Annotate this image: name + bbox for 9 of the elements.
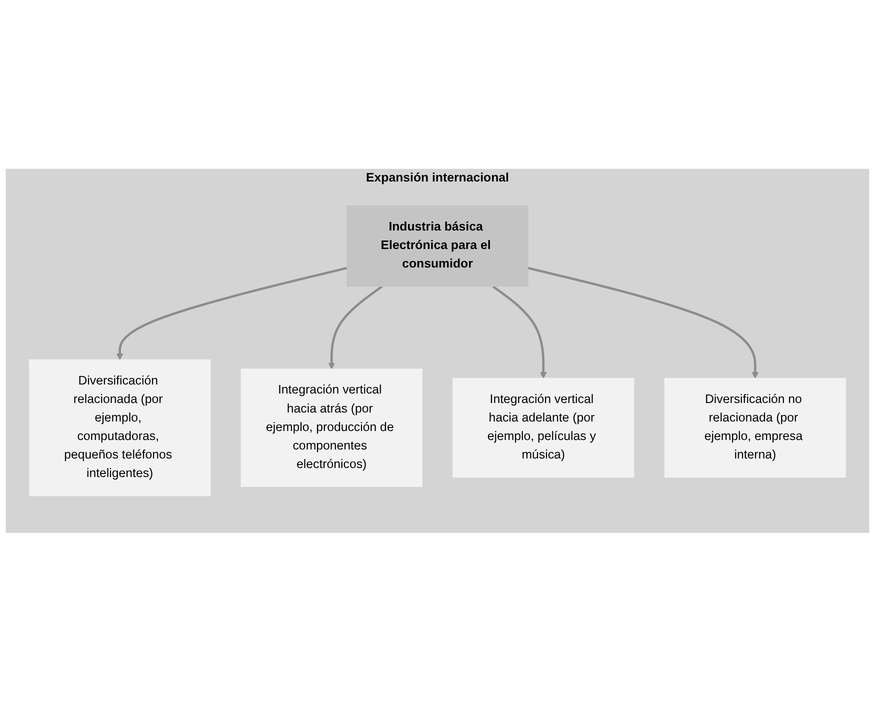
arrow [328, 285, 383, 369]
node-box: Integración vertical hacia adelante (por ejemplo, películas y música) [452, 378, 634, 478]
node-box: Integración vertical hacia atrás (por ejemplo, producción de componentes electrónicos) [240, 368, 422, 487]
node-box: Industria básica Electrónica para el consumidor [346, 205, 528, 286]
arrow [116, 266, 348, 360]
node-box: Diversificación no relacionada (por ejemplo, empresa interna) [664, 378, 846, 478]
arrow [492, 285, 547, 378]
arrow [528, 266, 759, 378]
node-box: Diversificación relacionada (por ejemplo, computadoras, pequeños teléfonos inteligentes) [29, 359, 211, 496]
